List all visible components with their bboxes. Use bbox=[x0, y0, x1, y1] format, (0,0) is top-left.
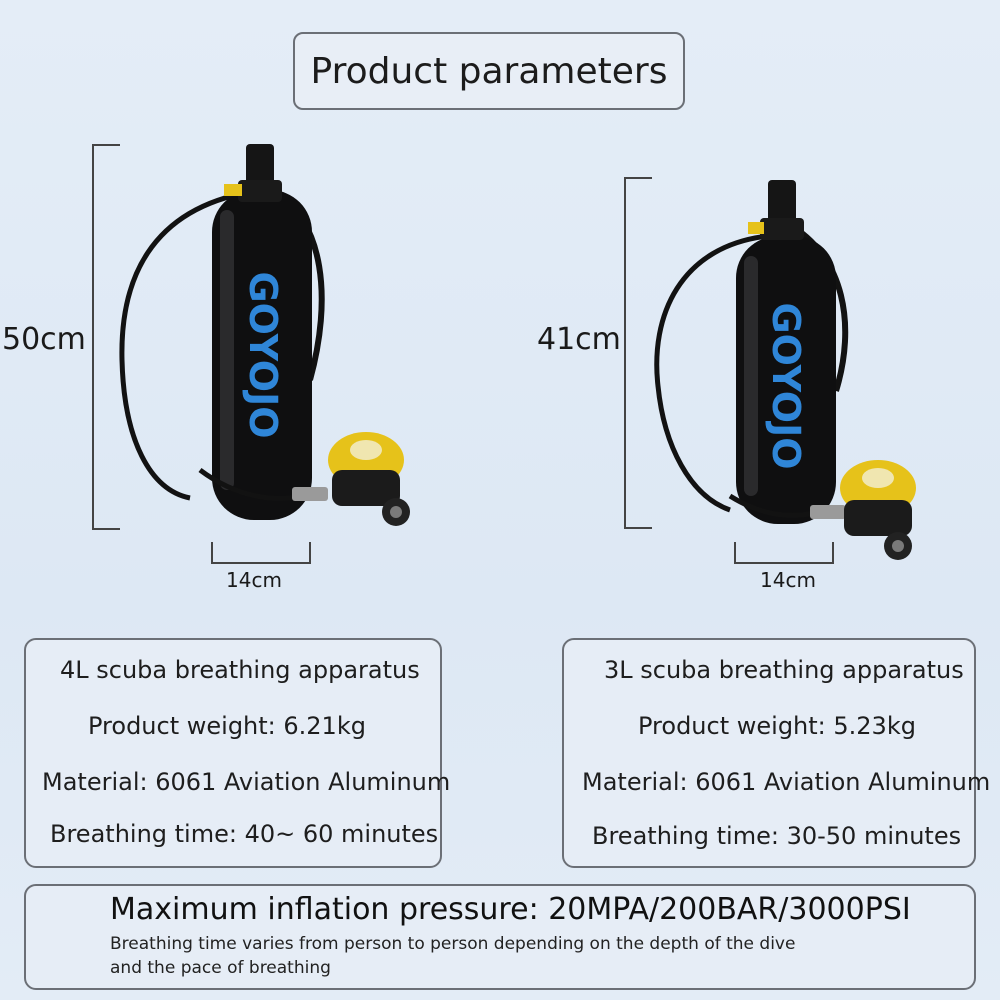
breathing-time-3l: Breathing time: 30-50 minutes bbox=[592, 822, 962, 850]
brand-logo-left: GOYOJO bbox=[241, 271, 285, 438]
height-dimension-line-right bbox=[624, 177, 652, 529]
width-dimension-line-right bbox=[734, 540, 834, 564]
product-name-3l: 3L scuba breathing apparatus bbox=[604, 656, 964, 684]
product-material-4l: Material: 6061 Aviation Aluminum bbox=[42, 768, 451, 796]
height-label-left: 50cm bbox=[2, 322, 86, 357]
product-weight-3l: Product weight: 5.23kg bbox=[638, 712, 916, 740]
max-pressure-text: Maximum inflation pressure: 20MPA/200BAR… bbox=[110, 892, 911, 927]
title-banner: Product parameters bbox=[293, 32, 685, 110]
breathing-time-4l: Breathing time: 40~ 60 minutes bbox=[50, 820, 439, 848]
note-line-1: Breathing time varies from person to per… bbox=[110, 934, 796, 954]
tank-image-3l: GOYOJO bbox=[654, 180, 916, 560]
product-material-3l: Material: 6061 Aviation Aluminum bbox=[582, 768, 991, 796]
product-name-4l: 4L scuba breathing apparatus bbox=[60, 656, 420, 684]
width-label-right: 14cm bbox=[760, 568, 816, 592]
pressure-info-box: Maximum inflation pressure: 20MPA/200BAR… bbox=[24, 884, 976, 990]
note-line-2: and the pace of breathing bbox=[110, 958, 331, 978]
spec-card-3l: 3L scuba breathing apparatus Product wei… bbox=[562, 638, 990, 868]
spec-card-4l: 4L scuba breathing apparatus Product wei… bbox=[24, 638, 450, 868]
width-label-left: 14cm bbox=[226, 568, 282, 592]
width-dimension-line-left bbox=[211, 540, 311, 564]
product-weight-4l: Product weight: 6.21kg bbox=[88, 712, 366, 740]
height-dimension-line-left bbox=[92, 144, 120, 530]
page-title: Product parameters bbox=[310, 50, 668, 92]
height-label-right: 41cm bbox=[537, 322, 621, 357]
brand-logo-right: GOYOJO bbox=[764, 302, 808, 469]
tank-image-4l: GOYOJO bbox=[119, 144, 410, 526]
